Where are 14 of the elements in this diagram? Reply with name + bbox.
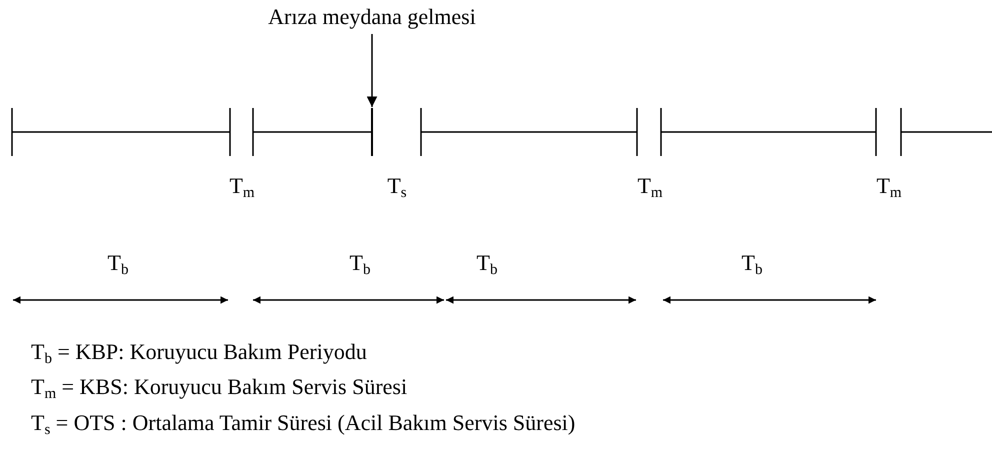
definition-text: T$_{s}$ = OTS : Ortalama Tamir Süresi (Acil Bakım Servis Süresi) — [31, 410, 576, 436]
symbol-label: T$_{m}$ — [229, 173, 255, 199]
arrow — [366, 34, 378, 107]
symbol-label: T$_{m}$ — [876, 173, 902, 199]
symbol-label: T$_{b}$ — [350, 250, 370, 276]
definition-text: T$_{b}$ = KBP: Koruyucu Bakım Periyodu — [31, 339, 367, 365]
tick-mark — [371, 108, 373, 156]
symbol-label: T$_{m}$ — [637, 173, 663, 199]
definition-text: T$_{m}$ = KBS: Koruyucu Bakım Servis Süresi — [31, 374, 408, 400]
symbol-label: T$_{b}$ — [742, 250, 762, 276]
symbol-label: T$_{s}$ — [387, 173, 407, 199]
event-label: Arıza meydana gelmesi — [268, 2, 476, 32]
symbol-label: T$_{b}$ — [108, 250, 128, 276]
symbol-label: T$_{b}$ — [476, 250, 498, 276]
